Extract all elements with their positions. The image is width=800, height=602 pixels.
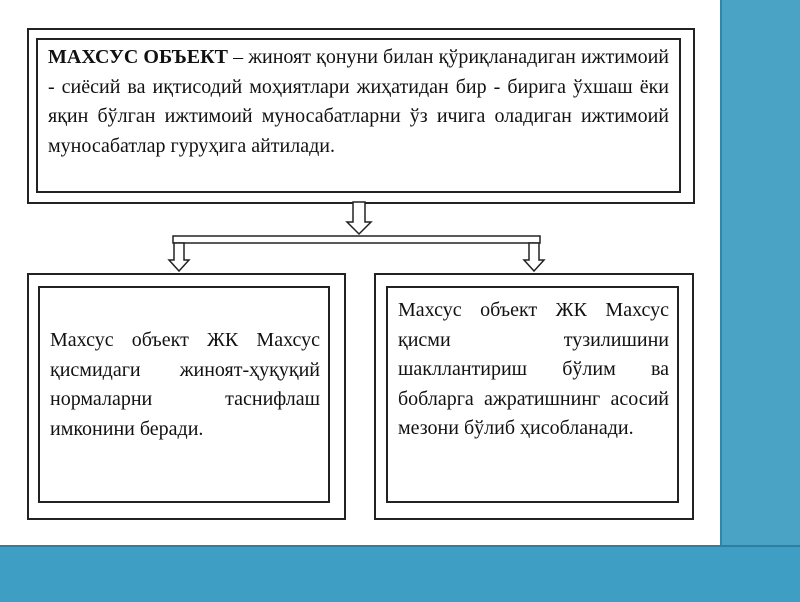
left-down-arrow [167,242,191,273]
left-box: Махсус объект ЖК Махсус қисмидаги жиноят… [38,286,330,503]
left-box-text: Махсус объект ЖК Махсус қисмидаги жиноят… [50,329,320,440]
right-box: Махсус объект ЖК Махсус қисми тузилишини… [386,286,679,503]
definition-box: МАХСУС ОБЪЕКТ – жиноят қонуни билан қўри… [36,38,681,193]
definition-term: МАХСУС ОБЪЕКТ [48,46,228,68]
center-down-arrow [345,201,373,236]
branch-bar [172,235,541,244]
bottom-decor-bar [0,545,800,602]
definition-text: – жиноят қонуни билан қўриқланадиган ижт… [48,46,669,157]
side-decor-bar [720,0,800,545]
right-box-text: Махсус объект ЖК Махсус қисми тузилишини… [398,299,669,439]
right-down-arrow [522,242,546,273]
